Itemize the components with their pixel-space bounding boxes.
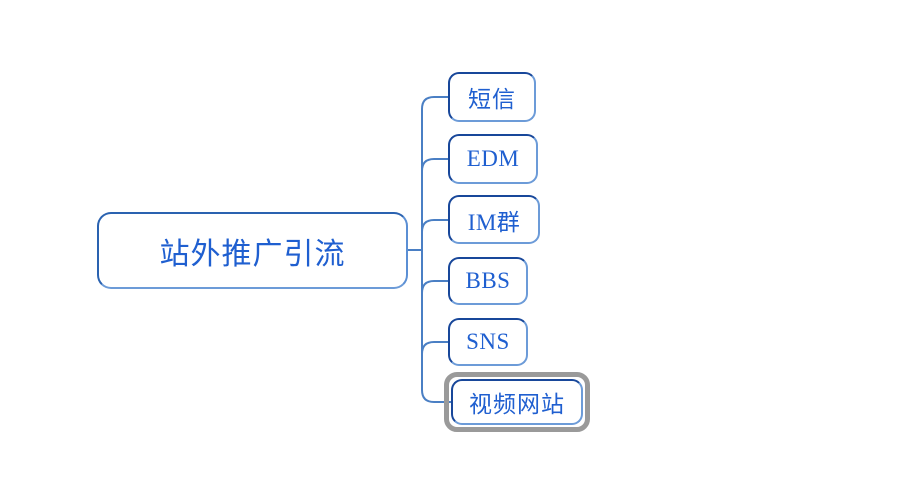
node-root[interactable]: 站外推广引流: [97, 212, 408, 289]
node-sms[interactable]: 短信: [448, 72, 536, 122]
node-im-group[interactable]: IM群: [448, 195, 540, 244]
connector-branch-sms: [421, 96, 448, 110]
node-edm[interactable]: EDM: [448, 134, 538, 184]
connector-branch-bbs: [421, 280, 448, 294]
node-video-site[interactable]: 视频网站: [451, 379, 583, 425]
node-bbs[interactable]: BBS: [448, 257, 528, 305]
node-sns[interactable]: SNS: [448, 318, 528, 366]
connector-branch-sns: [421, 341, 448, 355]
connector-branch-edm: [421, 158, 448, 172]
selection-outline: [444, 372, 590, 432]
connector-branch-im: [421, 219, 448, 233]
